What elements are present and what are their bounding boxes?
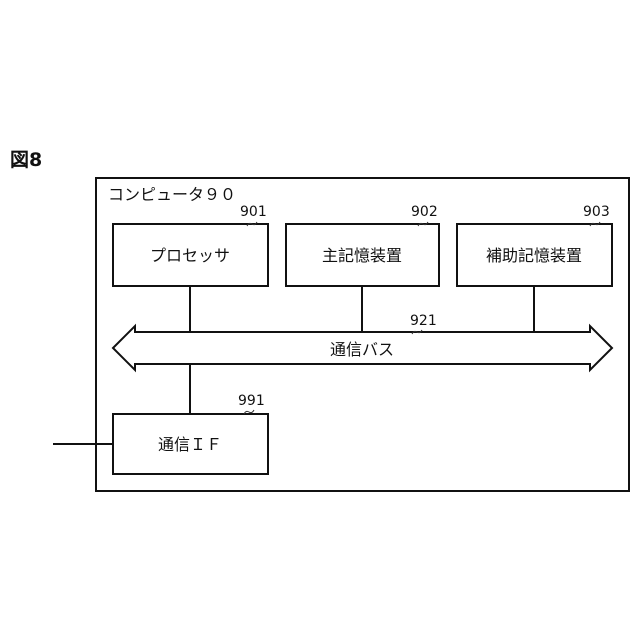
comm-if-ref: 991 — [238, 393, 265, 409]
figure-label: 図8 — [10, 149, 42, 171]
aux-storage-ref: 903 — [583, 204, 610, 220]
aux-storage-label: 補助記憶装置 — [486, 246, 582, 265]
comm-if-label: 通信ＩＦ — [158, 435, 222, 454]
processor-ref: 901 — [240, 204, 267, 220]
computer-label: コンピュータ９０ — [108, 185, 236, 204]
main-storage-label: 主記憶装置 — [322, 246, 402, 265]
bus-label: 通信バス — [330, 340, 394, 359]
main-storage-ref: 902 — [411, 204, 438, 220]
processor-label: プロセッサ — [150, 246, 230, 265]
bus-ref: 921 — [410, 313, 437, 329]
